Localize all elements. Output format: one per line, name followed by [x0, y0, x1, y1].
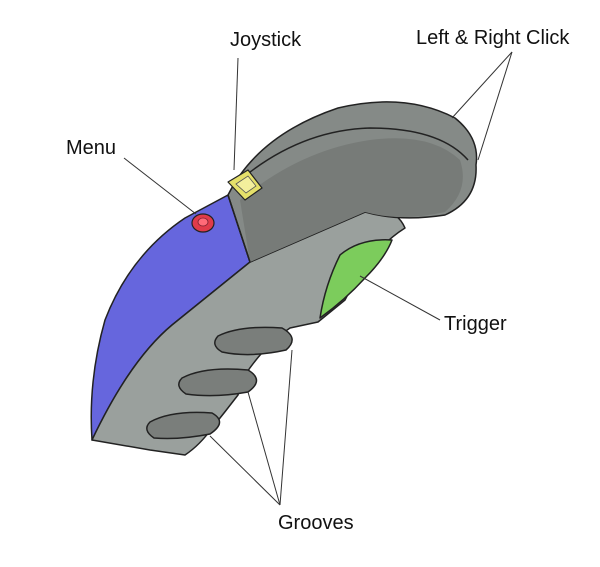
groove-1: [214, 326, 293, 356]
joystick-leader: [233, 57, 239, 171]
trigger-label: Trigger: [444, 313, 507, 335]
grooves-leader-3: [279, 349, 293, 506]
grooves-label: Grooves: [278, 512, 354, 534]
trigger-leader: [359, 275, 441, 321]
grooves-leader-1: [209, 435, 281, 506]
click-divider-line: [239, 127, 469, 181]
menu-button-icon: [191, 213, 215, 233]
top-shell-face: [240, 138, 463, 262]
click-leader-left: [451, 51, 513, 119]
joystick-label: Joystick: [230, 29, 302, 51]
left-right-click-label: Left & Right Click: [416, 27, 570, 49]
side-divider-line: [227, 194, 251, 263]
joystick-icon: [227, 169, 263, 201]
click-leader-right: [477, 51, 513, 161]
trigger-shape: [319, 239, 393, 319]
groove-2: [178, 368, 258, 397]
groove-3: [146, 411, 221, 440]
menu-leader: [123, 157, 197, 215]
grooves-leader-2: [247, 391, 281, 506]
menu-label: Menu: [66, 137, 117, 159]
